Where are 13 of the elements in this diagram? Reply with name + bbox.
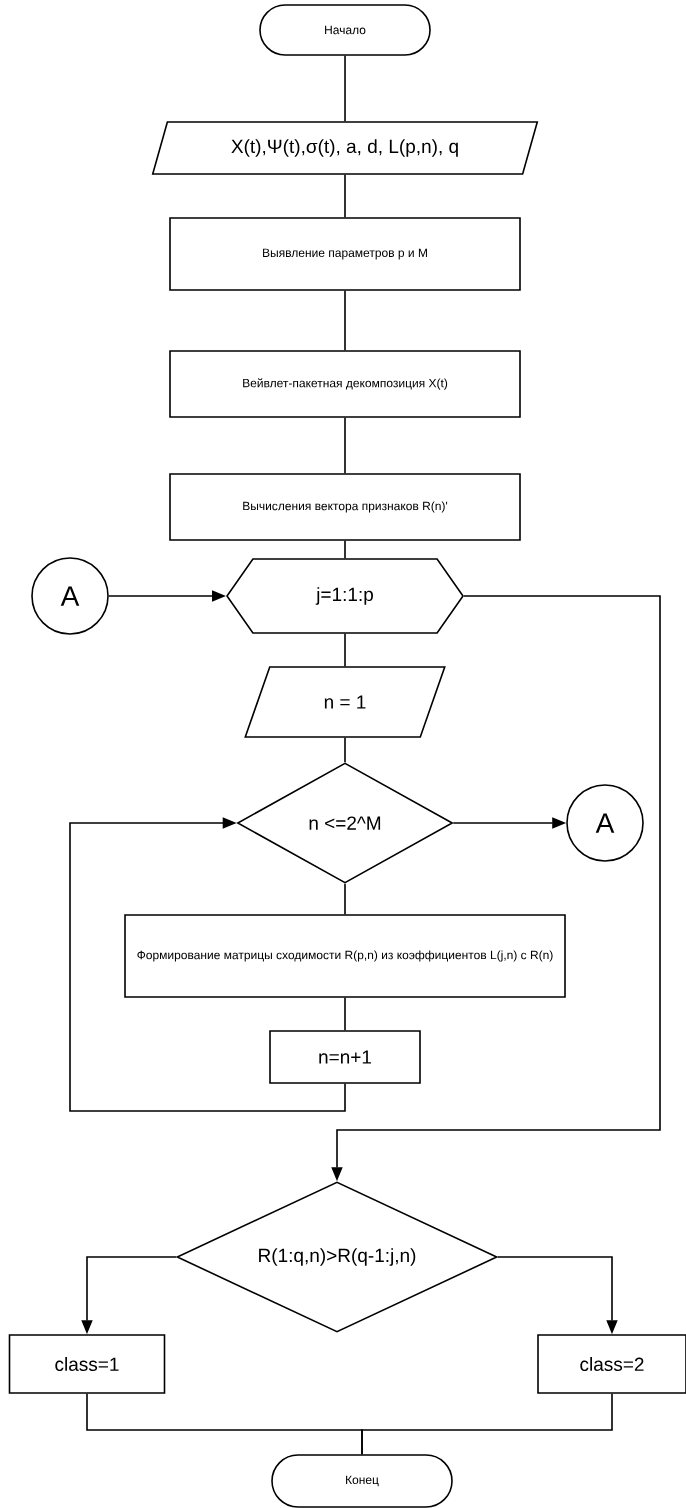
process-box: class=1	[8, 1334, 166, 1394]
start-terminator: Начало	[259, 4, 431, 56]
process-box: Вычисления вектора признаков R(n)'	[169, 473, 521, 541]
loop-hexagon: j=1:1:p	[226, 558, 464, 634]
process-box: Вейвлет-пакетная декомпозиция X(t)	[169, 350, 521, 418]
end-terminator: Конец	[271, 1454, 453, 1508]
input-parallelogram: X(t),Ψ(t),σ(t), a, d, L(p,n), q	[151, 121, 539, 175]
arrow	[69, 817, 346, 1112]
process-box: Выявление параметров p и M	[169, 217, 521, 291]
process-box: Формирование матрицы сходимости R(p,n) из коэффициентов L(j,n) с R(n)	[124, 914, 566, 998]
input-parallelogram: n = 1	[244, 666, 446, 738]
process-box: class=2	[537, 1334, 686, 1394]
process-box: n=n+1	[269, 1030, 421, 1084]
